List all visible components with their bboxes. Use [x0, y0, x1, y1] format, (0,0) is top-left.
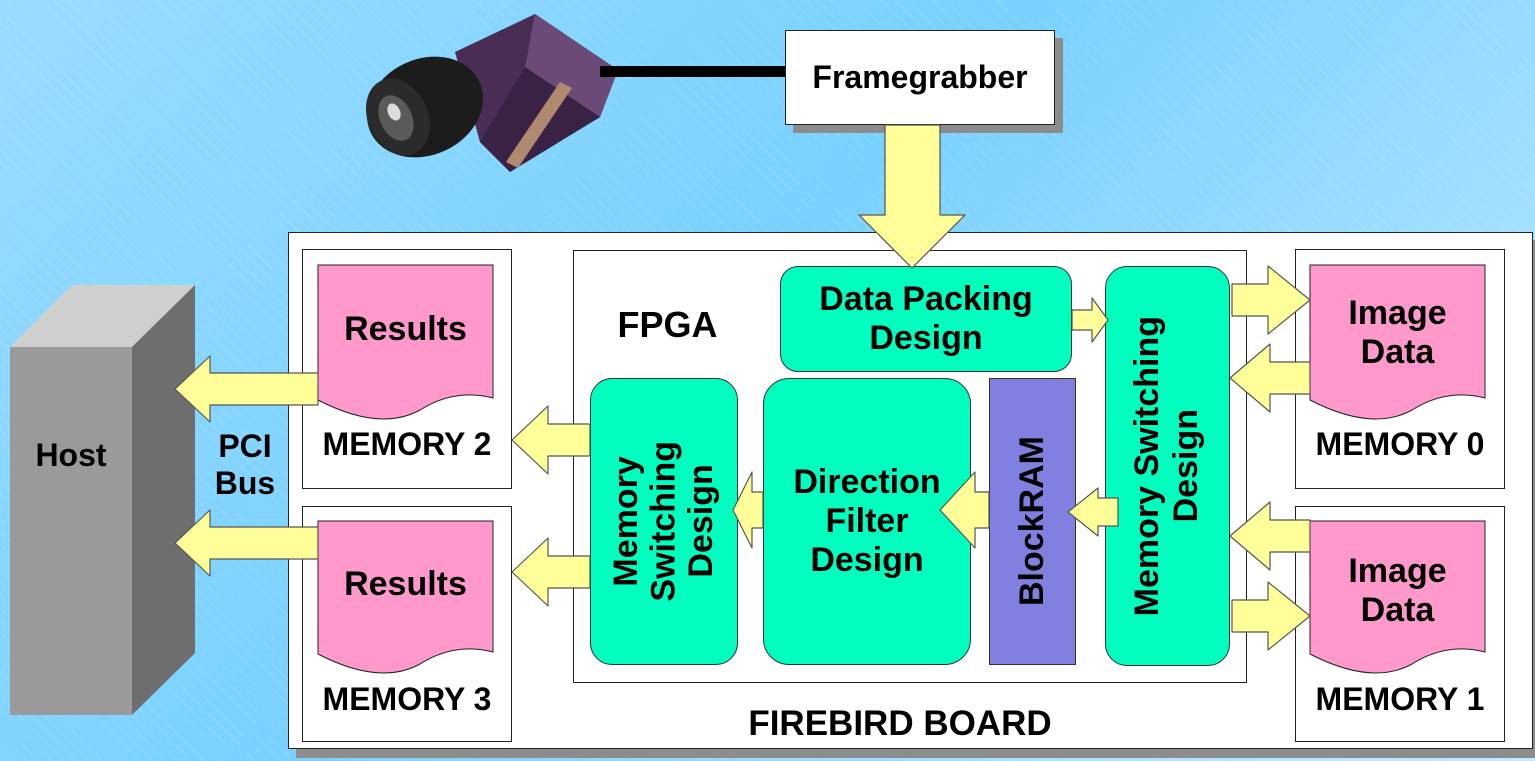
arrow-switch-to-mem0 — [1231, 265, 1311, 335]
arrow-switch-to-mem1 — [1231, 581, 1311, 651]
memory-switching-design-left: Memory Switching Design — [590, 378, 738, 665]
memory-2-title: MEMORY 2 — [322, 425, 492, 462]
camera-icon — [360, 12, 620, 172]
camera-cable — [600, 66, 785, 77]
memory-3-title: MEMORY 3 — [322, 680, 492, 717]
memory-2-doc-text: Results — [344, 310, 467, 349]
memory-3-document — [317, 520, 494, 674]
arrow-filter-to-switch — [732, 471, 764, 549]
arrow-switch-to-mem2 — [511, 405, 591, 475]
host-label: Host — [35, 436, 107, 473]
fpga-label: FPGA — [617, 304, 718, 346]
host: Host — [10, 285, 195, 715]
memory-0-title: MEMORY 0 — [1315, 425, 1485, 462]
arrow-framegrabber-down — [858, 124, 966, 269]
memory-1-document — [1309, 520, 1486, 674]
arrow-mem2-to-host — [174, 355, 319, 423]
memory-0-doc-text: Image Data — [1348, 293, 1447, 371]
arrow-switch-to-blockram — [1067, 487, 1119, 537]
memory-1-title: MEMORY 1 — [1315, 680, 1485, 717]
arrow-blockram-to-filter — [939, 471, 990, 549]
direction-filter-design: Direction Filter Design — [763, 378, 971, 665]
memory-3-doc-text: Results — [344, 565, 467, 604]
data-packing-design: Data Packing Design — [780, 266, 1072, 372]
memory-switching-design-right: Memory Switching Design — [1105, 266, 1230, 666]
pci-bus-label: PCI Bus — [214, 428, 276, 501]
board-label: FIREBIRD BOARD — [748, 703, 1052, 743]
arrow-mem0-to-switch — [1229, 343, 1311, 413]
memory-2-document — [317, 264, 494, 420]
memory-1-doc-text: Image Data — [1348, 551, 1447, 629]
framegrabber-box: Framegrabber — [785, 30, 1055, 125]
arrow-mem3-to-host — [174, 509, 319, 577]
memory-0-document — [1309, 264, 1486, 420]
arrow-packing-to-switch — [1071, 297, 1109, 343]
arrow-switch-to-mem3 — [511, 537, 591, 607]
arrow-mem1-to-switch — [1229, 501, 1311, 571]
